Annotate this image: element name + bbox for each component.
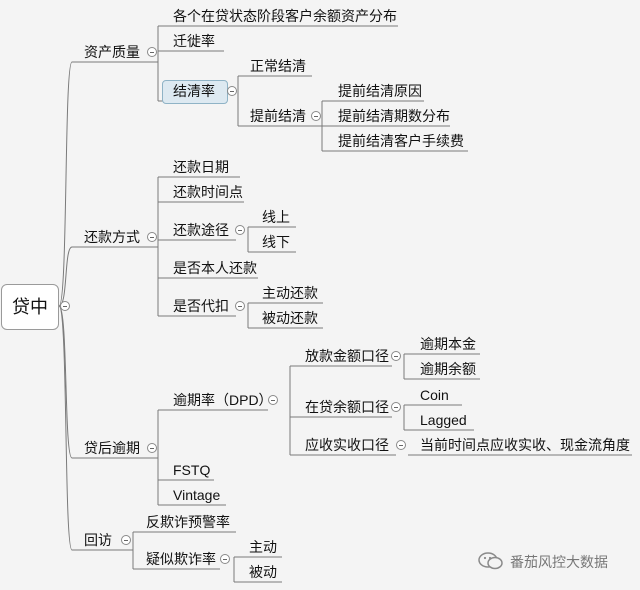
node-dpd[interactable]: 逾期率（DPD） (173, 392, 273, 408)
collapse-toggle-suspected[interactable] (220, 554, 230, 564)
node-cashflow-note[interactable]: 当前时间点应收实收、现金流角度 (420, 437, 630, 453)
node-disbursed-basis[interactable]: 放款金额口径 (305, 348, 389, 364)
collapse-toggle-overdue[interactable] (147, 443, 157, 453)
collapse-toggle-asset-quality[interactable] (147, 47, 157, 57)
collapse-toggle-repayment[interactable] (147, 232, 157, 242)
branch-revisit[interactable]: 回访 (84, 532, 112, 548)
watermark-text: 番茄风控大数据 (510, 554, 608, 570)
collapse-toggle-early-settle[interactable] (311, 111, 321, 121)
connector-line (58, 61, 158, 307)
node-passive-repay[interactable]: 被动还款 (262, 310, 318, 326)
node-early-settle[interactable]: 提前结清 (250, 108, 306, 124)
node-repay-channel[interactable]: 还款途径 (173, 222, 229, 238)
collapse-toggle-receivable[interactable] (396, 440, 406, 450)
collapse-toggle-repay-channel[interactable] (235, 225, 245, 235)
connector-line (58, 246, 158, 307)
collapse-toggle-settle-rate[interactable] (227, 86, 237, 96)
branch-overdue[interactable]: 贷后逾期 (84, 440, 140, 456)
collapse-toggle-outstanding[interactable] (391, 402, 401, 412)
node-vintage[interactable]: Vintage (173, 487, 221, 503)
connector-line (58, 305, 158, 459)
node-early-settle-fee[interactable]: 提前结清客户手续费 (338, 133, 464, 149)
node-offline[interactable]: 线下 (262, 234, 290, 250)
wechat-icon (478, 552, 503, 570)
node-fraud-alert[interactable]: 反欺诈预警率 (146, 514, 230, 530)
node-early-settle-reason[interactable]: 提前结清原因 (338, 83, 422, 99)
collapse-toggle-revisit[interactable] (121, 535, 131, 545)
node-overdue-balance[interactable]: 逾期余额 (420, 361, 476, 377)
node-repay-time[interactable]: 还款时间点 (173, 184, 243, 200)
node-lagged[interactable]: Lagged (420, 412, 467, 428)
node-active-repay[interactable]: 主动还款 (262, 285, 318, 301)
selected-node-highlight (162, 80, 228, 104)
node-normal-settle[interactable]: 正常结清 (250, 58, 306, 74)
root-node[interactable]: 贷中 (1, 284, 59, 330)
node-online[interactable]: 线上 (262, 209, 290, 225)
collapse-toggle-proxy-deduct[interactable] (235, 301, 245, 311)
node-suspected-fraud[interactable]: 疑似欺诈率 (146, 551, 216, 567)
collapse-toggle-dpd[interactable] (268, 395, 278, 405)
connector-line (58, 305, 133, 551)
node-early-settle-periods[interactable]: 提前结清期数分布 (338, 108, 450, 124)
node-repay-date[interactable]: 还款日期 (173, 159, 229, 175)
node-proxy-deduct[interactable]: 是否代扣 (173, 298, 229, 314)
branch-asset-quality[interactable]: 资产质量 (84, 44, 140, 60)
node-outstanding-basis[interactable]: 在贷余额口径 (305, 399, 389, 415)
node-coin[interactable]: Coin (420, 387, 449, 403)
node-fstq[interactable]: FSTQ (173, 462, 211, 478)
node-migration-rate[interactable]: 迁徙率 (173, 33, 215, 49)
node-self-repay[interactable]: 是否本人还款 (173, 260, 257, 276)
collapse-toggle-disbursed[interactable] (391, 351, 401, 361)
node-settle-rate[interactable]: 结清率 (173, 83, 215, 99)
node-overdue-principal[interactable]: 逾期本金 (420, 336, 476, 352)
branch-repayment[interactable]: 还款方式 (84, 229, 140, 245)
node-receivable-basis[interactable]: 应收实收口径 (305, 437, 389, 453)
collapse-toggle-root[interactable] (60, 301, 70, 311)
node-suspected-passive[interactable]: 被动 (249, 564, 277, 580)
node-suspected-active[interactable]: 主动 (249, 539, 277, 555)
node-balance-distribution[interactable]: 各个在贷状态阶段客户余额资产分布 (173, 8, 397, 24)
